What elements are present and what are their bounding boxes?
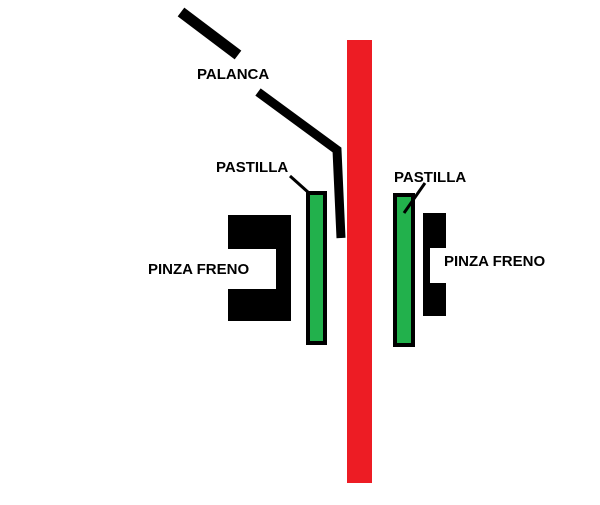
caliper-right-label: PINZA FRENO: [444, 253, 545, 270]
pad-left: [306, 191, 327, 345]
lever: [177, 7, 346, 239]
pad-left-leader: [288, 174, 311, 195]
lever-label: PALANCA: [197, 66, 269, 83]
brake-disc: [347, 40, 372, 483]
caliper-left: [228, 215, 291, 321]
pad-right-leader: [402, 182, 427, 214]
pad-right: [393, 193, 415, 347]
pad-right-label: PASTILLA: [394, 169, 466, 186]
pad-left-label: PASTILLA: [216, 159, 288, 176]
caliper-right: [423, 213, 446, 316]
caliper-left-label: PINZA FRENO: [148, 261, 249, 278]
